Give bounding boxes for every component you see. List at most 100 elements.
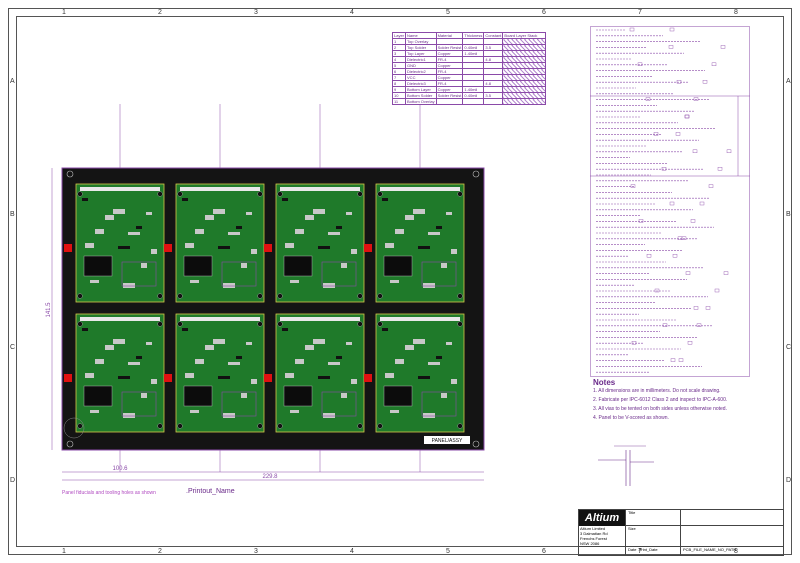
- zone-row-C-left: C: [10, 343, 16, 351]
- component: [351, 249, 357, 254]
- component: [213, 209, 225, 214]
- mounting-hole: [157, 423, 163, 429]
- component: [218, 376, 230, 379]
- zone-col-2-top: 2: [158, 9, 162, 16]
- fiducial-marker: [364, 244, 372, 252]
- zone-col-6-bottom: 6: [542, 548, 546, 555]
- tooling-hole: [472, 440, 480, 448]
- altium-logo: Altium: [579, 510, 625, 526]
- component: [236, 356, 242, 359]
- component: [105, 345, 114, 350]
- zone-row-B-right: B: [786, 211, 791, 219]
- notes-block: Notes 1. All dimensions are in millimete…: [593, 378, 727, 423]
- component: [90, 280, 99, 283]
- zone-row-D-right: D: [786, 476, 792, 484]
- mounting-hole: [177, 191, 183, 197]
- component: [228, 232, 240, 235]
- connector-header: [380, 187, 460, 191]
- mounting-hole: [357, 321, 363, 327]
- module-footprint: [183, 385, 213, 407]
- component: [436, 356, 442, 359]
- component: [95, 359, 104, 364]
- connector-header: [80, 187, 160, 191]
- mounting-hole: [357, 191, 363, 197]
- component: [395, 359, 404, 364]
- mounting-hole: [257, 423, 263, 429]
- component: [251, 249, 257, 254]
- component: [395, 229, 404, 234]
- component: [341, 263, 347, 268]
- component: [285, 243, 294, 248]
- component: [390, 280, 399, 283]
- component: [95, 229, 104, 234]
- module-footprint: [383, 385, 413, 407]
- mounting-hole: [157, 293, 163, 299]
- mounting-hole: [277, 191, 283, 197]
- component: [328, 362, 340, 365]
- mounting-hole: [77, 321, 83, 327]
- date-label: Date: [628, 547, 637, 552]
- file-value: PCB_FILE_NAME_NO_PATH: [683, 547, 737, 552]
- component: [246, 212, 252, 215]
- component: [313, 339, 325, 344]
- address-line-3: NSW 2086: [580, 541, 600, 546]
- mounting-hole: [157, 191, 163, 197]
- company-name: Altium Limited: [580, 526, 606, 531]
- module-footprint: [283, 385, 313, 407]
- component: [295, 229, 304, 234]
- panel-height-dim: 141.5: [46, 302, 52, 318]
- mounting-hole: [457, 293, 463, 299]
- date-value: .Print_Date: [637, 547, 658, 552]
- mounting-hole: [377, 191, 383, 197]
- component: [405, 215, 414, 220]
- component: [382, 198, 388, 201]
- fiducial-marker: [364, 374, 372, 382]
- component: [405, 345, 414, 350]
- component: [318, 376, 330, 379]
- module-footprint: [83, 385, 113, 407]
- mounting-hole: [257, 321, 263, 327]
- zone-row-D-left: D: [10, 476, 16, 484]
- component: [146, 342, 152, 345]
- component: [241, 393, 247, 398]
- component: [413, 209, 425, 214]
- component: [441, 393, 447, 398]
- component: [323, 413, 335, 418]
- mounting-hole: [177, 293, 183, 299]
- mounting-hole: [157, 321, 163, 327]
- component: [385, 243, 394, 248]
- connector-header: [280, 317, 360, 321]
- mounting-hole: [277, 423, 283, 429]
- component: [336, 226, 342, 229]
- panel-label-box: [424, 436, 470, 444]
- mounting-hole: [177, 423, 183, 429]
- address-line-1: 3 Dalmatian Rd: [580, 531, 608, 536]
- component: [418, 376, 430, 379]
- size-label: Size: [628, 525, 636, 531]
- v-score-detail: [598, 445, 654, 486]
- component: [336, 356, 342, 359]
- component: [205, 345, 214, 350]
- panel-label: PANEL/ASSY: [432, 438, 463, 444]
- mounting-hole: [377, 321, 383, 327]
- fiducial-marker: [164, 244, 172, 252]
- title-block: Altium Altium Limited 3 Dalmatian Rd Fre…: [578, 509, 784, 556]
- component: [146, 212, 152, 215]
- mounting-hole: [457, 321, 463, 327]
- component: [136, 356, 142, 359]
- component: [182, 198, 188, 201]
- component: [446, 342, 452, 345]
- zone-col-1-bottom: 1: [62, 548, 66, 555]
- note-1: 1. All dimensions are in millimeters. Do…: [593, 388, 721, 394]
- component: [190, 280, 199, 283]
- component: [328, 232, 340, 235]
- component: [346, 212, 352, 215]
- zone-row-A-left: A: [10, 78, 15, 86]
- tooling-hole: [472, 170, 480, 178]
- module-footprint: [183, 255, 213, 277]
- keepout-outline: [421, 261, 457, 287]
